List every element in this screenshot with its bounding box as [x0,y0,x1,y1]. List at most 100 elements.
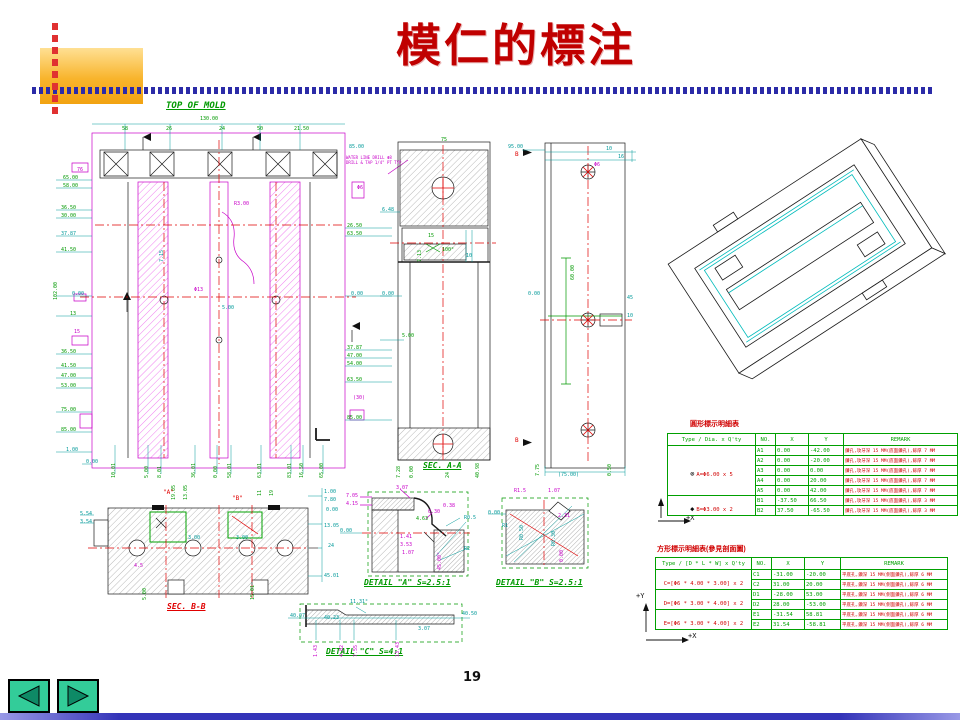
bottom-accent-bar [0,713,960,720]
value-cell: 20.00 [808,475,844,486]
next-slide-button[interactable] [57,679,99,713]
column-header: Type / [D * L * W] x Q'ty [655,557,752,570]
cad-annotation: 16 [618,154,625,160]
value-cell: 66.50 [808,495,844,506]
value-cell: 0.00 [775,445,809,456]
cad-annotation: R0.50 [519,524,525,540]
value-cell: 0.00 [775,475,809,486]
cad-annotation: 3.07 [396,485,409,491]
cad-annotation: WATER LINE DRILL Φ8 [346,155,392,160]
cad-annotation: 7.15 [159,249,165,262]
cad-annotation: 65.00 [63,175,79,181]
remark-cell: 鑽孔,攻牙深 15 MM(底面鑽孔),餘厚 3 MM [843,505,958,516]
value-cell: 58.81 [804,609,841,620]
remark-cell: 平底孔,鑽深 15 MM(側面鑽孔),餘厚 6 MM [840,619,948,630]
cad-annotation: 0.50 [607,463,613,476]
cad-annotation: 3.07 [418,626,431,632]
isometric-3d-view [667,137,947,380]
cad-annotation: 100° [442,247,455,253]
decor-blue-striped-line [32,87,935,94]
cad-annotation: 19 [269,489,275,496]
remark-cell: 鑽孔,攻牙深 15 MM(底面鑽孔),餘厚 3 MM [843,495,958,506]
cad-annotation: 83.01 [287,462,293,478]
cad-annotation: 40.23 [324,615,340,621]
cad-annotation: 41.50 [61,247,77,253]
value-cell: 0.00 [808,465,844,476]
column-header: NO. [751,557,772,570]
decor-red-dotted-line [52,23,58,119]
column-header: X [775,433,809,446]
value-cell: A1 [755,445,776,456]
cad-annotation: DETAIL "C" S=4:1 [326,647,404,656]
cad-annotation: 41.50 [61,363,77,369]
cad-annotation: 15 [74,329,81,335]
cad-annotation: 5.00 [144,465,150,478]
type-label: D=[Φ6 * 3.00 * 4.00] x 2 [663,601,744,607]
type-cell: E=[Φ6 * 3.00 * 4.00] x 2 [655,609,752,630]
cad-annotation: 3.53 [400,542,413,548]
cad-annotation: 26.50 [347,223,363,229]
detail-c-view [299,603,463,643]
cad-annotation: 7.05 [346,493,359,499]
cad-annotation: 50 [257,126,264,132]
cad-annotation: 3.54 [80,519,93,525]
detail-b-view [501,497,589,569]
cad-annotation: 36.01 [191,462,197,478]
type-cell: D=[Φ6 * 3.00 * 4.00] x 2 [655,589,752,610]
value-cell: C1 [751,569,772,580]
prev-arrow-icon [17,685,40,707]
cad-annotation: 1.07 [402,550,415,556]
value-cell: -20.00 [808,455,844,466]
cad-annotation: B [515,437,519,444]
cad-annotation: 11.31° [350,599,369,605]
cad-annotation: SEC. B-B [167,602,206,611]
cad-annotation: 58.01 [227,462,233,478]
value-cell: 31.54 [771,619,805,630]
cad-annotation: 2.31 [558,513,571,519]
page-number: 19 [463,670,482,685]
cad-annotation: 10 [466,253,473,259]
cad-annotation: 0.00 [488,510,501,516]
cad-annotation: 15 [428,233,435,239]
cad-annotation: Φ6 [357,185,364,191]
cad-annotation: 95.00 [508,144,524,150]
value-cell: 20.00 [804,579,841,590]
value-cell: -31.00 [771,569,805,580]
cad-annotation: 0.00 [409,465,415,478]
cad-annotation: 102.00 [53,281,59,300]
cad-annotation: 63.01 [257,462,263,478]
column-header: Y [804,557,841,570]
remark-cell: 平底孔,鑽深 15 MM(側面鑽孔),餘厚 6 MM [840,609,948,620]
value-cell: 0.00 [775,485,809,496]
cad-annotation: 5.00 [222,305,235,311]
value-cell: E1 [751,609,772,620]
cad-annotation: 16.50 [299,462,305,478]
cad-annotation: 0.00 [382,291,395,297]
cad-annotation: 5.54 [80,511,93,517]
value-cell: -37.50 [775,495,809,506]
value-cell: A5 [755,485,776,496]
type-label: B=Φ3.00 x 2 [696,507,733,513]
cad-annotation: 40.07 [290,613,306,619]
cad-annotation: 1.00 [66,447,79,453]
cad-annotation: R2 [464,546,471,552]
cad-annotation: R0.30 [551,530,557,546]
value-cell: -28.00 [771,589,805,600]
cad-annotation: 0.00 [528,291,541,297]
cad-annotation: 58.00 [63,183,79,189]
cad-annotation: 1.07 [548,488,561,494]
next-arrow-icon [67,685,90,707]
cad-annotation: 10 [606,146,613,152]
cad-annotation: 10.01 [111,462,117,478]
cad-annotation: 0.00 [340,528,353,534]
column-header: Y [808,433,844,446]
cad-annotation: 30.00 [61,213,77,219]
cad-annotation: 63.50 [347,231,363,237]
prev-slide-button[interactable] [8,679,50,713]
value-cell: -20.00 [804,569,841,580]
